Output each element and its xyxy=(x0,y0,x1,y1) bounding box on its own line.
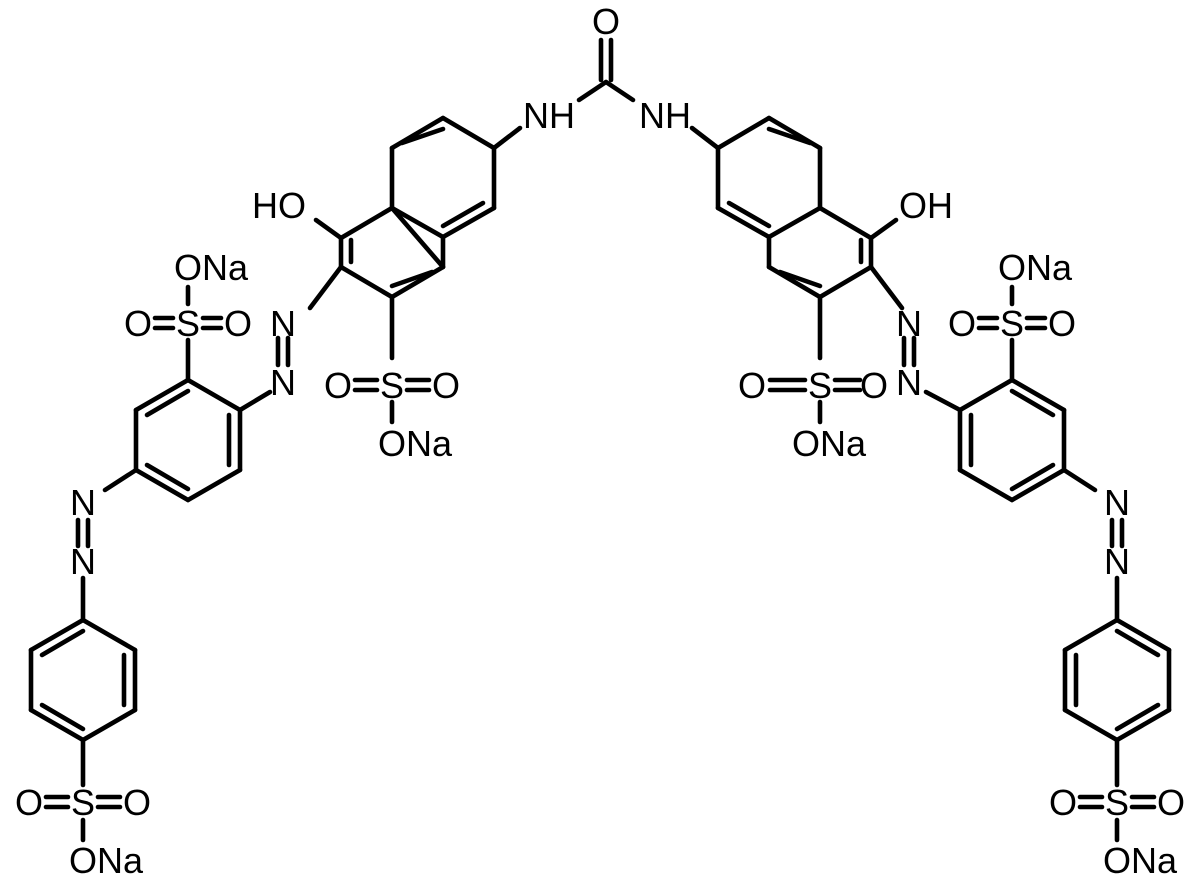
sodium-salt-label: ONa xyxy=(378,423,453,464)
carbonyl-oxygen-label: O xyxy=(592,1,620,42)
azo-nitrogen-label: N xyxy=(1104,541,1130,582)
oxygen-label: O xyxy=(1157,782,1185,823)
sulfur-label: S xyxy=(1000,303,1024,344)
oxygen-label: O xyxy=(860,365,888,406)
oxygen-label: O xyxy=(1048,303,1076,344)
azo-nitrogen-label: N xyxy=(896,303,922,344)
sulfur-label: S xyxy=(808,365,832,406)
azo-nitrogen-label: N xyxy=(1104,482,1130,523)
oxygen-label: O xyxy=(324,365,352,406)
sulfur-label: S xyxy=(380,365,404,406)
oxygen-label: O xyxy=(948,303,976,344)
azo-nitrogen-label: N xyxy=(70,482,96,523)
oxygen-label: O xyxy=(432,365,460,406)
sulfur-label: S xyxy=(1105,782,1129,823)
atom-labels: O NH NH HO OH N N S O O ONa S O O ONa N … xyxy=(15,1,1185,881)
azo-nitrogen-label: N xyxy=(270,303,296,344)
oxygen-label: O xyxy=(224,303,252,344)
sodium-salt-label: ONa xyxy=(792,423,867,464)
oxygen-label: O xyxy=(738,365,766,406)
hydroxyl-right-label: OH xyxy=(899,185,953,226)
sulfur-label: S xyxy=(71,782,95,823)
oxygen-label: O xyxy=(1049,782,1077,823)
azo-nitrogen-label: N xyxy=(896,362,922,403)
sulfur-label: S xyxy=(176,303,200,344)
oxygen-label: O xyxy=(123,782,151,823)
oxygen-label: O xyxy=(15,782,43,823)
sodium-salt-label: ONa xyxy=(174,247,249,288)
sodium-salt-label: ONa xyxy=(998,247,1073,288)
bond-lines xyxy=(28,37,1172,843)
sodium-salt-label: ONa xyxy=(69,840,144,881)
oxygen-label: O xyxy=(124,303,152,344)
azo-nitrogen-label: N xyxy=(270,362,296,403)
azo-nitrogen-label: N xyxy=(70,541,96,582)
hydroxyl-left-label: HO xyxy=(252,185,306,226)
amine-left-label: NH xyxy=(523,95,575,136)
amine-right-label: NH xyxy=(639,95,691,136)
sodium-salt-label: ONa xyxy=(1103,840,1178,881)
